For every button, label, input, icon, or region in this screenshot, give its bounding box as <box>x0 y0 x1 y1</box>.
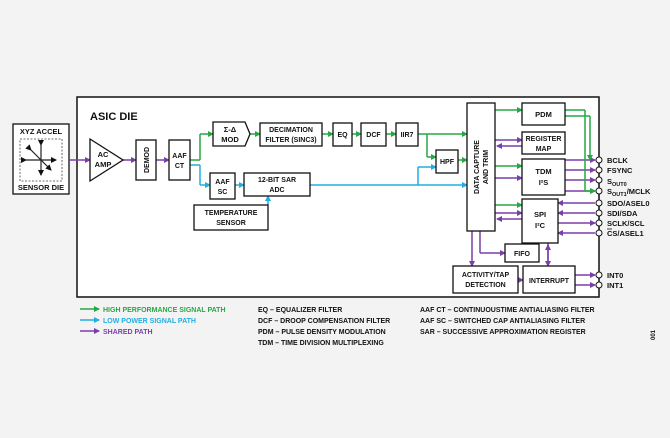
sigma-delta-label-1: Σ-Δ <box>224 125 237 134</box>
pin-sdo: SDO/ASEL0 <box>607 199 650 208</box>
abbrev-dcf: DCF – DROOP COMPENSATION FILTER <box>258 318 390 325</box>
abbrev-tdm: TDM – TIME DIVISION MULTIPLEXING <box>258 340 384 347</box>
sigma-delta-label-2: MOD <box>221 135 239 144</box>
legend: HIGH PERFORMANCE SIGNAL PATH LOW POWER S… <box>80 306 595 347</box>
activity-label-2: DETECTION <box>465 282 505 289</box>
aaf-sc-block <box>209 172 236 200</box>
spi-label-2: I²C <box>535 221 546 230</box>
demod-block <box>135 139 157 181</box>
demod-label: DEMOD <box>144 147 151 173</box>
high-performance-wires <box>190 107 596 208</box>
pin-sout0: SOUT0 <box>607 177 627 188</box>
sensor-title: XYZ ACCEL <box>20 127 63 136</box>
abbrev-eq: EQ – EQUALIZER FILTER <box>258 307 342 314</box>
spi-label-1: SPI <box>534 210 546 219</box>
hpf-label: HPF <box>440 159 455 166</box>
abbrev-aaf-sc: AAF SC – SWITCHED CAP ANTIALIASING FILTE… <box>420 318 585 325</box>
dct-label-2: AND TRIM <box>483 150 490 184</box>
ac-amp <box>89 137 125 183</box>
shared-path-wires <box>69 137 596 288</box>
sar-label-1: 12-BIT SAR <box>258 177 296 184</box>
pin-circles <box>595 156 603 289</box>
sigma-delta-mod <box>212 121 251 147</box>
pin-sdi: SDI/SDA <box>607 209 638 218</box>
ac-amp-label-2: AMP <box>95 160 112 169</box>
legend-high: HIGH PERFORMANCE SIGNAL PATH <box>103 307 226 314</box>
dct-label-1: DATA CAPTURE <box>474 140 481 194</box>
aaf-ct-label-2: CT <box>175 163 185 170</box>
decimation-label-1: DECIMATION <box>269 127 313 134</box>
activity-label-1: ACTIVITY/TAP <box>462 272 510 279</box>
temp-label-1: TEMPERATURE <box>205 210 258 217</box>
pin-bclk: BCLK <box>607 156 628 165</box>
aaf-sc-label-1: AAF <box>215 179 230 186</box>
ac-amp-label-1: AC <box>98 150 109 159</box>
aaf-sc-label-2: SC <box>218 189 228 196</box>
aaf-ct-label-1: AAF <box>172 153 187 160</box>
fifo-label: FIFO <box>514 251 530 258</box>
legend-shared: SHARED PATH <box>103 329 153 336</box>
legend-low: LOW POWER SIGNAL PATH <box>103 318 196 325</box>
low-power-wires <box>190 164 468 205</box>
interrupt-label: INTERRUPT <box>529 278 570 285</box>
iir7-block <box>395 122 419 147</box>
dcf-block <box>360 122 387 147</box>
regmap-label-1: REGISTER <box>526 136 562 143</box>
abbrev-aaf-ct: AAF CT – CONTINUOUSTIME ANTIALIASING FIL… <box>420 307 595 314</box>
sensor-subtitle: SENSOR DIE <box>18 183 64 192</box>
abbrev-sar: SAR – SUCCESSIVE APPROXIMATION REGISTER <box>420 329 586 336</box>
eq-label: EQ <box>337 132 348 139</box>
sar-adc-block <box>243 172 311 197</box>
pin-fsync: FSYNC <box>607 166 633 175</box>
regmap-label-2: MAP <box>536 146 552 153</box>
tdm-i2s-block <box>521 158 566 196</box>
figure-number: 001 <box>651 329 657 340</box>
pin-int0: INT0 <box>607 271 623 280</box>
hpf-block <box>435 149 459 174</box>
abbrev-pdm: PDM – PULSE DENSITY MODULATION <box>258 329 386 336</box>
spi-i2c-block <box>521 198 559 244</box>
pdm-label: PDM <box>535 110 552 119</box>
iir7-label: IIR7 <box>401 132 414 139</box>
xyz-axes-icon <box>21 140 57 176</box>
pin-cs: CS/ASEL1 <box>607 229 644 238</box>
temp-label-2: SENSOR <box>216 220 246 227</box>
decimation-filter-block <box>259 122 323 147</box>
tdm-label-2: I²S <box>539 178 549 187</box>
pin-int1: INT1 <box>607 281 623 290</box>
decimation-label-2: FILTER (SINC3) <box>265 137 316 144</box>
aaf-ct-block <box>168 139 191 181</box>
asic-die-title: ASIC DIE <box>90 111 138 123</box>
sar-label-2: ADC <box>269 187 284 194</box>
eq-block <box>332 122 353 147</box>
pdm-block <box>521 102 566 126</box>
register-map-block <box>521 131 566 155</box>
pin-sout1: SOUT1/MCLK <box>607 187 651 198</box>
data-capture-block <box>466 102 496 232</box>
interrupt-block <box>522 265 576 294</box>
activity-tap-block <box>452 265 519 294</box>
temperature-sensor-block <box>193 204 269 231</box>
pin-sclk: SCLK/SCL <box>607 219 645 228</box>
tdm-label-1: TDM <box>535 167 551 176</box>
dcf-label: DCF <box>366 132 381 139</box>
fifo-block <box>504 243 540 263</box>
